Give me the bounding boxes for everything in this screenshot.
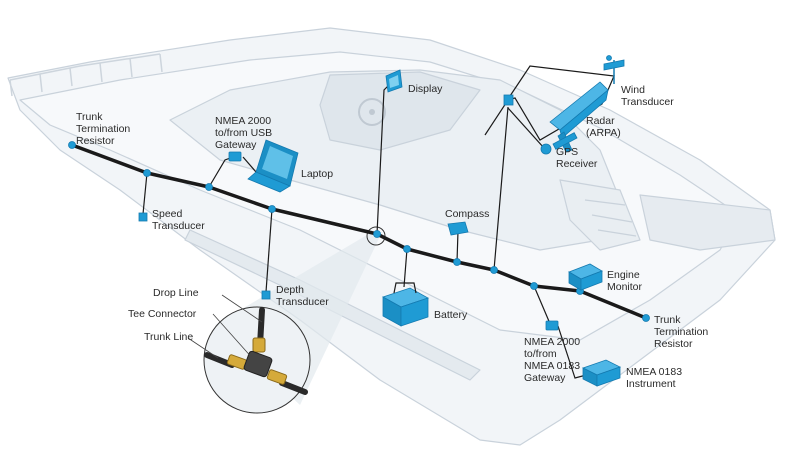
drop-gps: [507, 107, 545, 149]
windshield: [319, 71, 481, 151]
trunk-termination-right-node: [642, 314, 650, 322]
label-engine-monitor: Engine Monitor: [607, 269, 643, 293]
usb-gateway-device: [228, 151, 242, 162]
label-trunk-line: Trunk Line: [144, 331, 193, 343]
drop-speed: [142, 172, 148, 215]
tee-compass: [453, 258, 461, 266]
label-depth-transducer: Depth Transducer: [276, 284, 329, 308]
labels: Trunk Termination Resistor NMEA 2000 to/…: [76, 83, 711, 390]
battery-device: [382, 282, 429, 327]
label-tee-connector: Tee Connector: [128, 308, 197, 320]
engine-monitor-device: [568, 263, 603, 291]
trunk-termination-left-node: [68, 141, 76, 149]
drop-0183-gateway: [533, 285, 552, 327]
speed-transducer-device: [138, 212, 148, 222]
trunk-line-pointer: [187, 337, 219, 359]
tee-0183: [530, 282, 538, 290]
steering-hub: [369, 109, 375, 115]
label-gps: GPS Receiver: [556, 146, 598, 170]
label-nmea0183-instrument: NMEA 0183 Instrument: [626, 366, 685, 390]
zoom-connector-right: [266, 369, 288, 385]
zoom-connector-drop: [252, 337, 266, 353]
tee-battery: [403, 245, 411, 253]
drop-line-pointer: [221, 294, 263, 323]
zoom-source-circle: [366, 226, 386, 246]
label-laptop: Laptop: [301, 168, 333, 180]
label-radar: Radar (ARPA): [586, 115, 621, 139]
label-compass: Compass: [445, 208, 489, 220]
radar-device: [549, 81, 609, 153]
label-display: Display: [408, 83, 443, 95]
label-usb-gateway: NMEA 2000 to/from USB Gateway: [215, 115, 275, 151]
swim-platform: [639, 194, 776, 251]
label-battery: Battery: [434, 309, 468, 321]
bow-railing: [9, 53, 163, 97]
tee-nodes: [68, 141, 650, 322]
tee-speed: [143, 169, 151, 177]
gps-receiver-device: [540, 143, 552, 155]
nmea0183-gateway-device: [545, 320, 559, 331]
nmea0183-instrument-device: [581, 359, 622, 387]
tee-usb: [205, 183, 213, 191]
radar-junction-device: [503, 94, 514, 106]
drop-laptop: [242, 156, 257, 173]
label-nmea0183-gateway: NMEA 2000 to/from NMEA 0183 Gateway: [524, 336, 583, 384]
label-speed-transducer: Speed Transducer: [152, 208, 205, 232]
wind-transducer-device: [603, 55, 625, 84]
devices: [138, 55, 625, 387]
zoom-trunk-right: [279, 380, 308, 395]
drop-depth: [265, 208, 273, 293]
tee-radar: [490, 266, 498, 274]
depth-transducer-device: [261, 290, 271, 300]
tee-depth: [268, 205, 276, 213]
zoom-inset: [187, 226, 386, 414]
display-device: [385, 69, 403, 93]
tee-display: [373, 230, 381, 238]
label-drop-line: Drop Line: [153, 287, 199, 299]
zoom-tee-connector: [243, 350, 273, 378]
laptop-device: [247, 139, 299, 193]
steering-wheel: [358, 98, 386, 126]
label-trunk-termination-left: Trunk Termination Resistor: [76, 111, 133, 147]
label-wind-transducer: Wind Transducer: [621, 84, 674, 108]
tee-connector-pointer: [212, 313, 255, 361]
label-trunk-termination-right: Trunk Termination Resistor: [654, 314, 711, 350]
drop-battery: [403, 248, 408, 288]
drop-compass: [456, 230, 459, 263]
stern-steps: [559, 179, 641, 251]
compass-device: [447, 221, 469, 236]
